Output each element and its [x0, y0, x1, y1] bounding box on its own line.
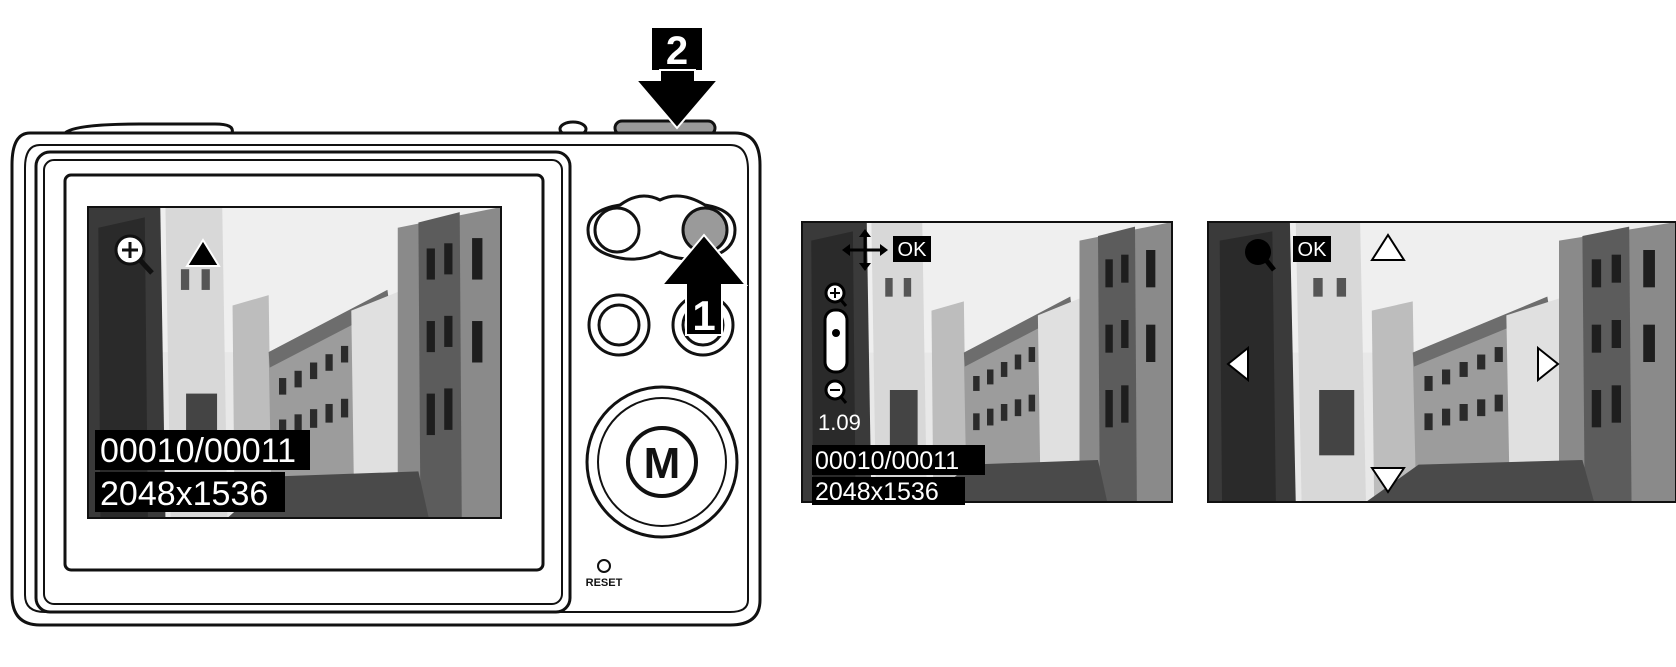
file-counter: 00010/00011	[815, 447, 959, 475]
ok-label: OK	[1298, 239, 1328, 261]
lcd-screen-main: 00010/00011 2048x1536	[88, 207, 501, 518]
zoom-screen: OK 1.09 00010/00011 2048x1536	[802, 222, 1172, 506]
ok-label: OK	[898, 239, 928, 261]
resolution: 2048x1536	[100, 475, 268, 513]
mode-button-label: M	[644, 439, 681, 488]
pan-screen: OK	[1208, 222, 1676, 502]
resolution: 2048x1536	[815, 478, 939, 506]
reset-label: RESET	[586, 577, 623, 589]
step-1-label: 1	[692, 292, 715, 339]
zoom-out-button[interactable]	[595, 208, 639, 252]
step-2-label: 2	[666, 29, 688, 73]
zoom-value: 1.09	[818, 410, 861, 435]
down-arrow-icon	[636, 70, 718, 128]
reset-hole[interactable]	[598, 560, 610, 572]
file-counter: 00010/00011	[100, 432, 296, 470]
step-2-indicator: 2	[636, 28, 718, 128]
